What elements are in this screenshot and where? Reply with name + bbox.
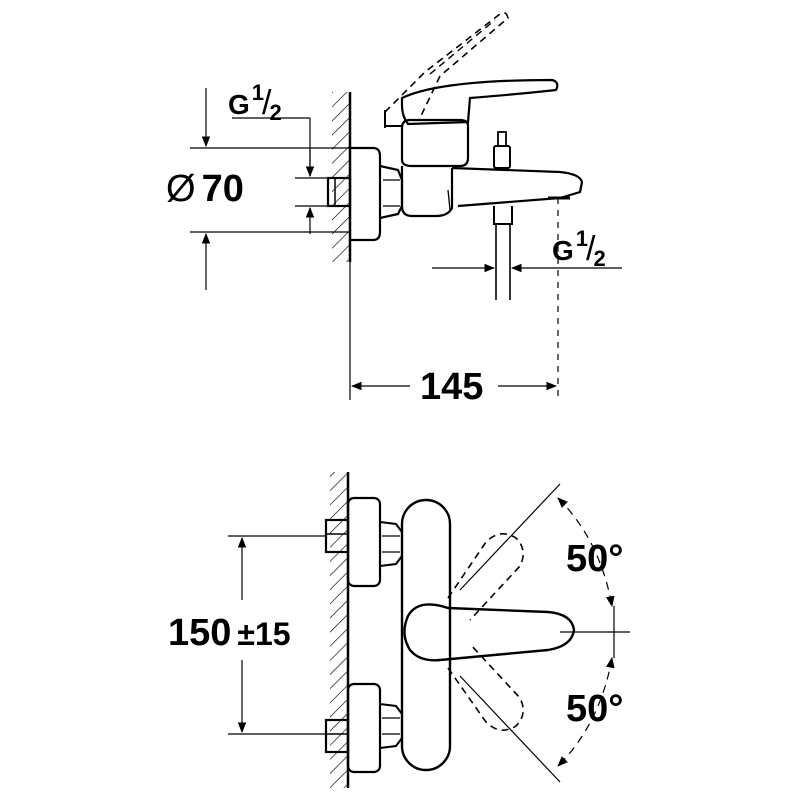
lever-raised-dashed [384,11,509,119]
lower-connector [324,718,350,754]
nut [379,164,404,220]
upper-rosette [346,496,382,588]
lower-nut [379,702,403,750]
center-distance-label: 150±15 [168,614,291,652]
lever-side [400,78,559,126]
wall-connector [326,176,352,208]
diverter-knob [493,145,511,169]
thread-den: 2 [269,100,282,125]
mixer-body-front [400,498,452,772]
thread-prefix: G [228,89,250,120]
lever-front [403,603,576,662]
thread-slash: / [262,84,272,122]
diverter-knob-top [497,131,507,147]
spout-detail [447,189,451,211]
lever-down-dashed [447,643,524,731]
spout [451,166,584,208]
angle-arc-up [557,497,615,608]
side-view [190,11,622,400]
outlet-thread-label: G1/2 [552,228,606,270]
center-distance-value: 150 [168,612,232,654]
outlet-thread-num: 1 [575,226,589,251]
rosette [350,146,382,242]
angle-ref-down [459,675,561,783]
inlet-thread-label: G1/2 [228,82,282,124]
lever-raised-dashed-2 [429,19,496,75]
outlet-thread-den: 2 [593,246,606,271]
angle-arc-down [557,656,615,767]
front-view [228,472,630,788]
lever-up-dashed [447,533,524,621]
outlet-nipple [493,206,513,225]
thread-num: 1 [251,80,265,105]
diameter-value: 70 [201,168,244,210]
lower-rosette [346,682,382,774]
outlet-thread-slash: / [586,230,596,268]
center-distance-tolerance: ±15 [237,616,291,652]
angle-ref-up [459,483,561,591]
upper-nut [379,520,403,568]
angle-down-label: 50° [566,688,624,730]
outlet-thread-prefix: G [552,235,574,266]
mixer-body-side [400,166,454,218]
projection-label: 145 [420,366,484,408]
diameter-symbol: Ø [166,168,196,210]
angle-up-label: 50° [566,538,624,580]
cartridge-housing [400,118,470,168]
